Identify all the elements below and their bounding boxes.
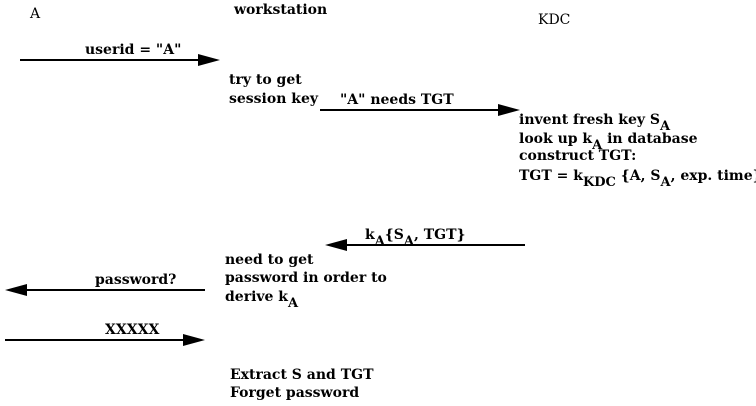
note-forget: Forget password — [230, 385, 360, 401]
arrow-xxxxx-head — [183, 334, 205, 346]
note-try-line2: session key — [229, 91, 319, 107]
note-need-line2: password in order to — [225, 270, 387, 286]
note-need-line1: need to get — [225, 252, 314, 268]
reply-sub-a: A — [374, 234, 385, 249]
note-need-line3: derive kA — [225, 289, 298, 310]
kdc-lookup-sub: A — [592, 138, 603, 153]
kdc-construct: construct TGT: — [519, 148, 637, 164]
note-need-line3-text: derive k — [225, 289, 289, 305]
actor-workstation: workstation — [234, 2, 328, 18]
reply-k: k — [365, 227, 375, 243]
kdc-tgt-sub-a: A — [660, 175, 671, 190]
actor-kdc: KDC — [538, 12, 571, 28]
label-password-prompt: password? — [95, 272, 177, 288]
reply-end: , TGT} — [414, 227, 466, 243]
reply-sub-a2: A — [403, 234, 415, 249]
kdc-tgt-text1: TGT = k — [519, 168, 583, 184]
kdc-tgt-text3: , exp. time} — [670, 168, 756, 184]
note-need-line3-sub: A — [288, 296, 299, 311]
label-password-entry: XXXXX — [105, 322, 160, 338]
arrow-userid-head — [198, 54, 220, 66]
kdc-invent-text: invent fresh key S — [519, 112, 661, 128]
label-needs-tgt: "A" needs TGT — [340, 92, 454, 108]
reply-mid: {S — [384, 227, 404, 243]
note-extract: Extract S and TGT — [230, 367, 374, 383]
actor-user: A — [30, 6, 41, 22]
kdc-lookup-text2: in database — [602, 131, 698, 147]
arrow-reply-head — [325, 239, 347, 251]
label-reply: kA{SA, TGT} — [365, 227, 466, 248]
kdc-invent-sub: A — [660, 119, 671, 134]
arrow-needs-tgt-head — [498, 104, 520, 116]
kdc-tgt: TGT = kKDC {A, SA, exp. time} — [519, 168, 756, 189]
kdc-lookup-text1: look up k — [519, 131, 593, 147]
note-try-line1: try to get — [229, 72, 302, 88]
label-userid: userid = "A" — [85, 42, 182, 58]
kdc-tgt-sub-kdc: KDC — [582, 175, 616, 190]
kdc-tgt-text2: {A, S — [615, 168, 661, 184]
arrow-password-head — [5, 284, 27, 296]
kdc-lookup: look up kA in database — [519, 131, 698, 152]
kdc-invent: invent fresh key SA — [519, 112, 670, 133]
